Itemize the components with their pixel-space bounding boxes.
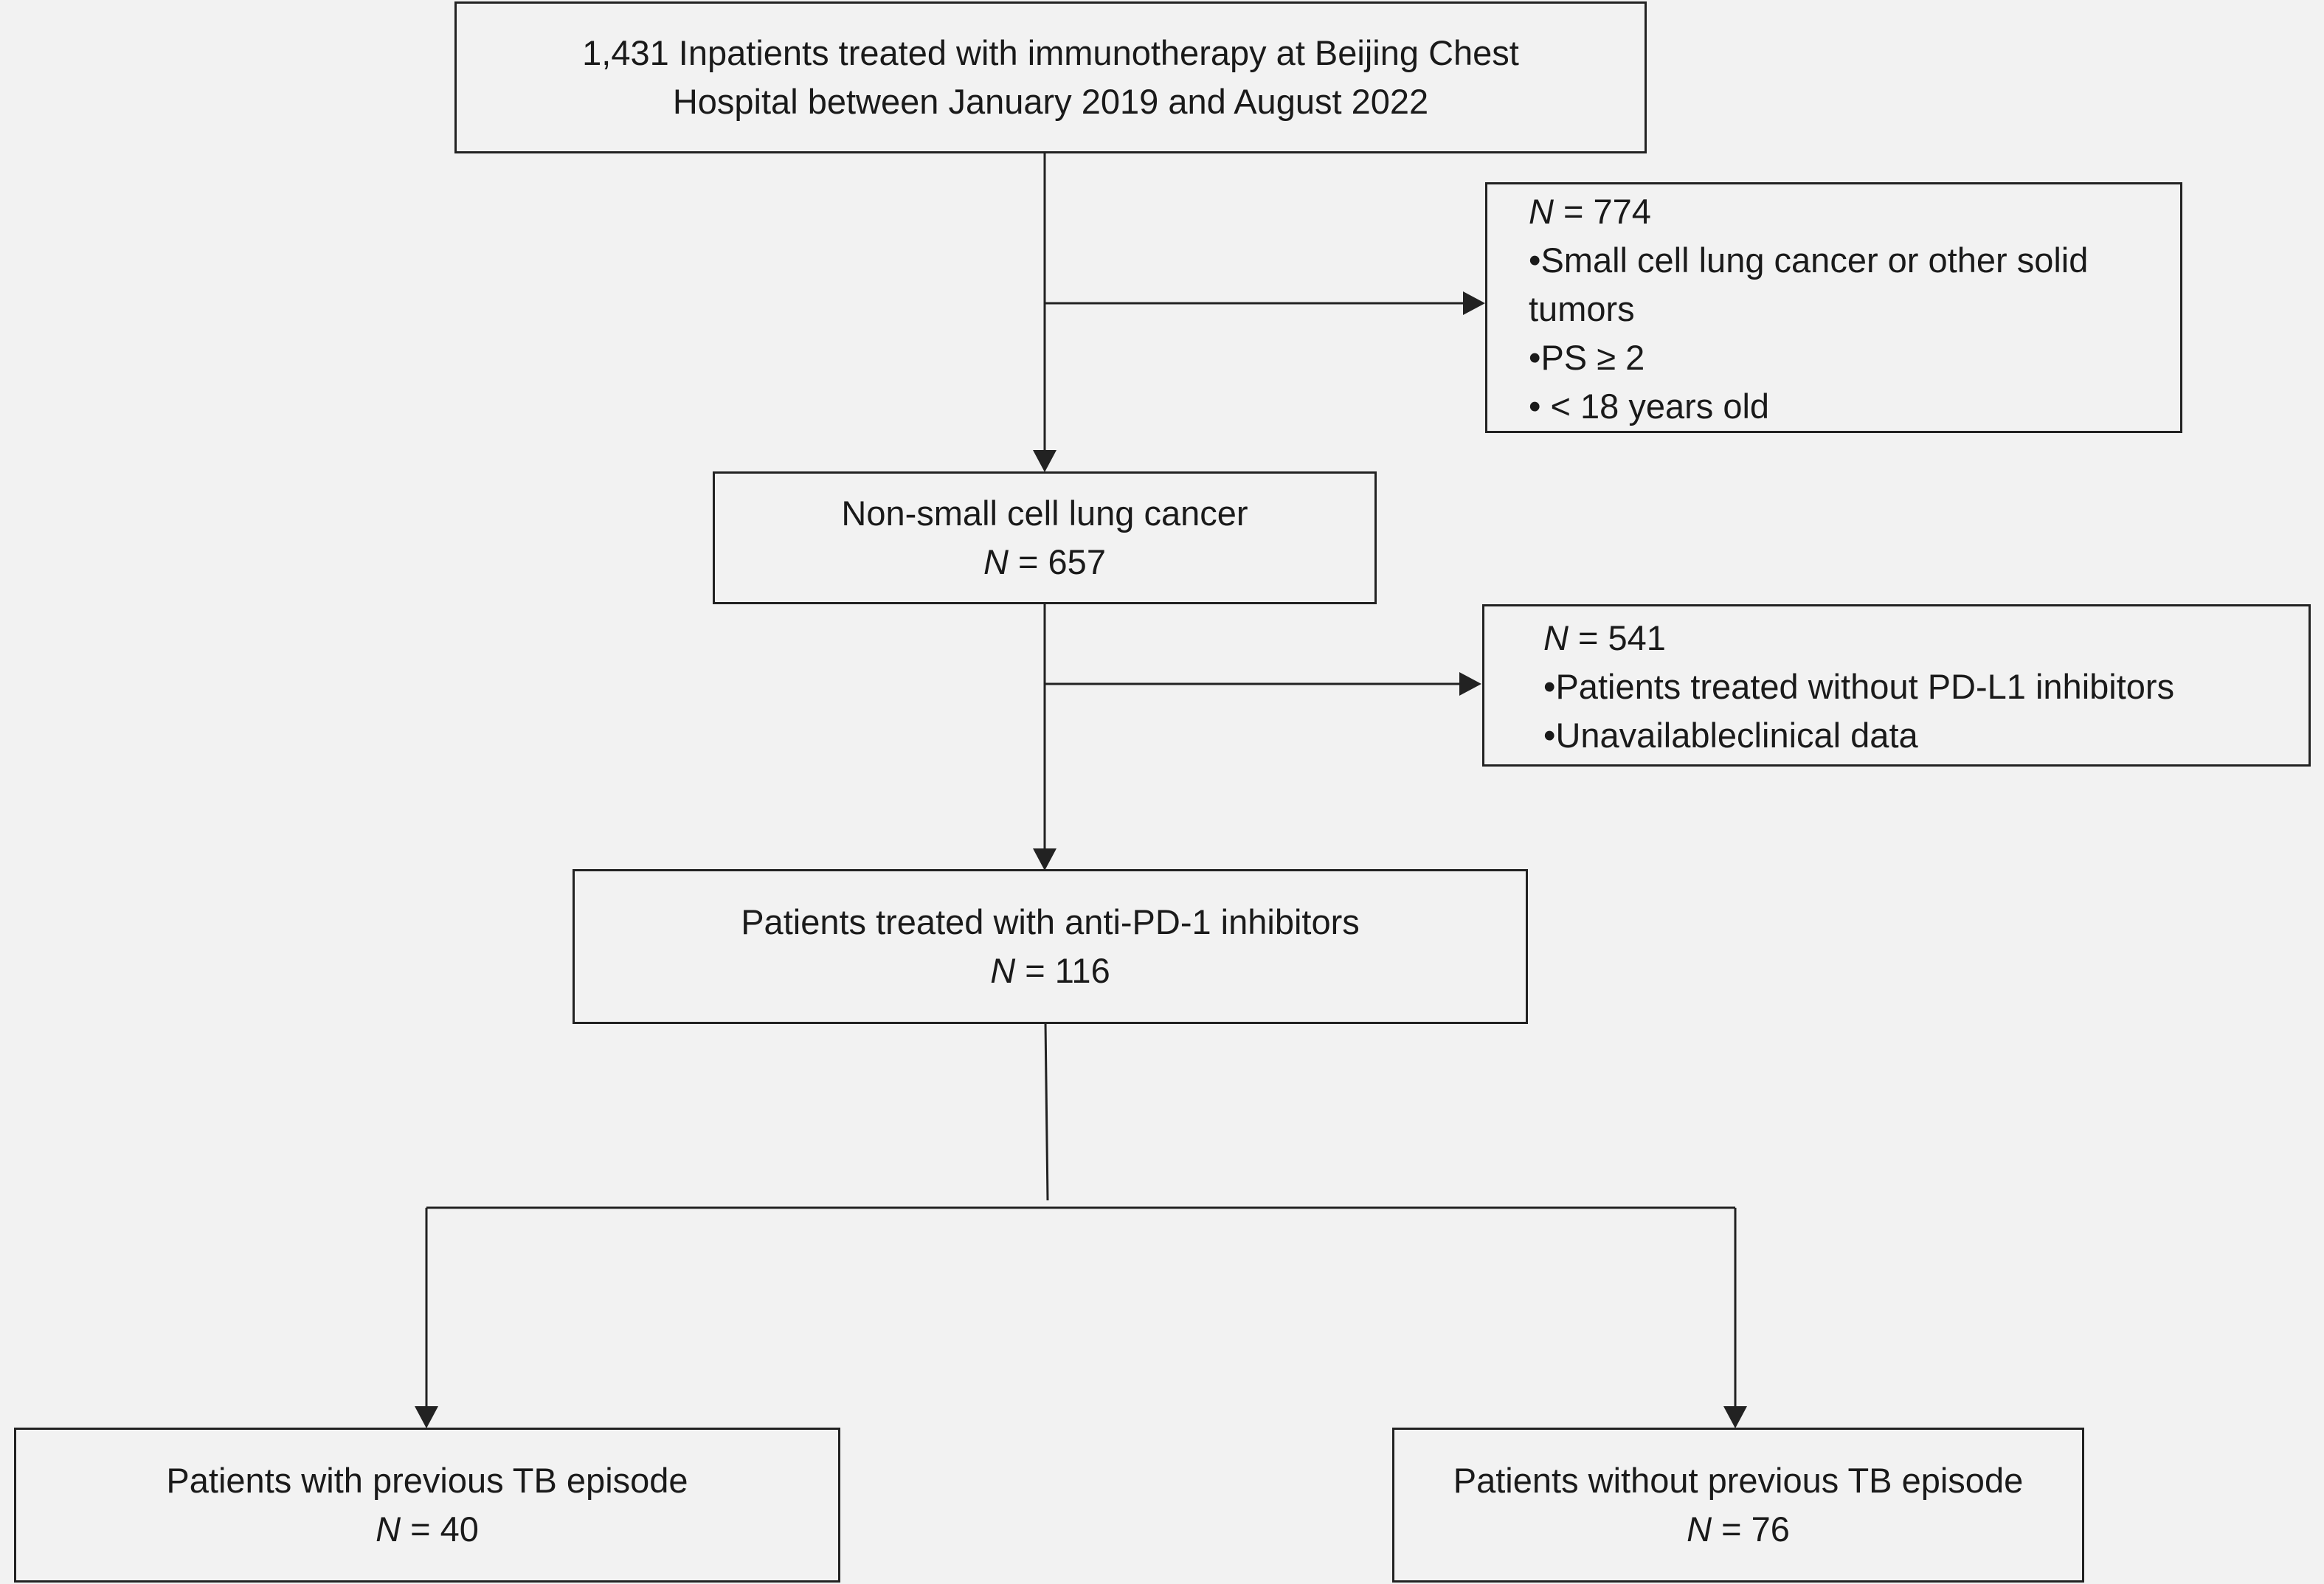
tb-prev-node: Patients with previous TB episode N = 40 <box>14 1428 840 1583</box>
tb-none-node: Patients without previous TB episode N =… <box>1392 1428 2084 1583</box>
tb-prev-count: N = 40 <box>376 1509 479 1549</box>
start-node: 1,431 Inpatients treated with immunother… <box>454 1 1647 153</box>
exclusion1-item: tumors <box>1529 289 1635 328</box>
tb-prev-title: Patients with previous TB episode <box>166 1461 688 1500</box>
tb-none-count: N = 76 <box>1687 1509 1790 1549</box>
exclusion1-item: •Small cell lung cancer or other solid <box>1529 241 2089 280</box>
exclusion2-item: •Unavailableclinical data <box>1543 716 1918 755</box>
nsclc-count: N = 657 <box>983 542 1106 581</box>
connector-pd1-down <box>1044 1022 1049 1201</box>
arrowhead-pd1 <box>1033 848 1056 871</box>
nsclc-node: Non-small cell lung cancer N = 657 <box>713 471 1377 604</box>
exclusion2-count: N = 541 <box>1543 618 1666 657</box>
nsclc-title: Non-small cell lung cancer <box>841 494 1248 533</box>
start-line-2: Hospital between January 2019 and August… <box>672 82 1429 121</box>
arrowhead-nsclc <box>1033 450 1056 472</box>
exclusion1-node: N = 774 •Small cell lung cancer or other… <box>1485 182 2182 433</box>
pd1-count: N = 116 <box>990 951 1110 990</box>
exclusion1-item: • < 18 years old <box>1529 387 1770 426</box>
tb-none-title: Patients without previous TB episode <box>1453 1461 2024 1500</box>
exclusion1-item: •PS ≥ 2 <box>1529 338 1645 377</box>
arrowhead-exclusion1 <box>1463 291 1485 315</box>
start-line-1: 1,431 Inpatients treated with immunother… <box>582 33 1519 72</box>
exclusion2-item: •Patients treated without PD-L1 inhibito… <box>1543 667 2175 706</box>
pd1-node: Patients treated with anti-PD-1 inhibito… <box>573 869 1528 1024</box>
pd1-title: Patients treated with anti-PD-1 inhibito… <box>741 902 1360 941</box>
arrowhead-exclusion2 <box>1459 672 1481 696</box>
arrowhead-tb-prev <box>415 1406 438 1428</box>
exclusion2-node: N = 541 •Patients treated without PD-L1 … <box>1482 604 2311 767</box>
exclusion1-count: N = 774 <box>1529 192 1651 231</box>
arrowhead-tb-none <box>1723 1406 1747 1428</box>
